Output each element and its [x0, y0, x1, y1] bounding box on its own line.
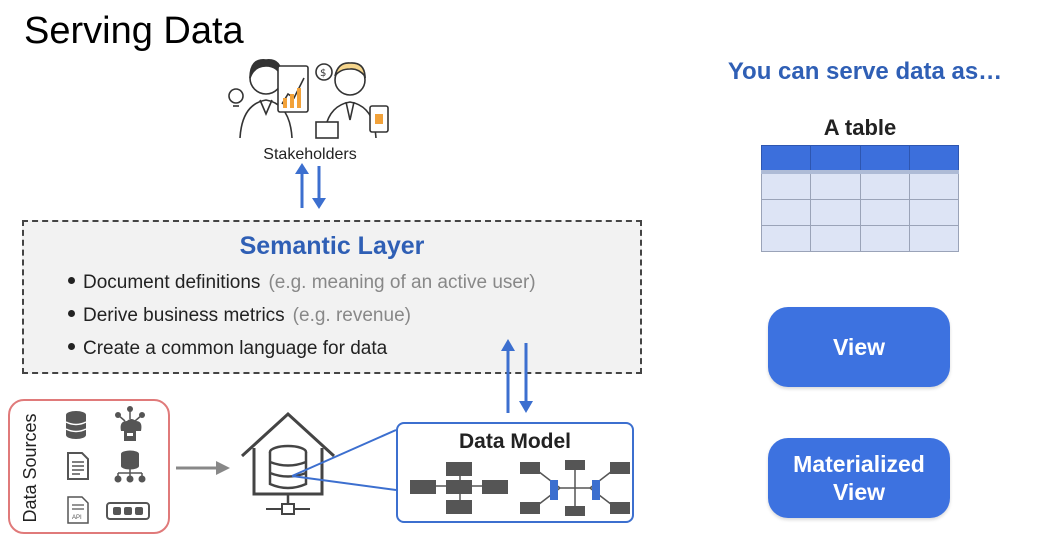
warehouse-model-callout [291, 429, 397, 491]
api-text: API [72, 515, 82, 521]
svg-text:$: $ [320, 68, 326, 79]
semantic-model-arrows [501, 339, 533, 413]
stakeholder-semantic-arrows [295, 163, 326, 209]
stakeholders-illustration: $ [228, 59, 389, 139]
table-option-label: A table [823, 115, 897, 140]
hierarchy-database-icon [114, 450, 146, 483]
star-schema-icon [410, 462, 508, 514]
serve-title: You can serve data as… [727, 58, 1003, 85]
bullet-dot [68, 343, 75, 351]
stakeholders-label: Stakeholders [263, 146, 357, 163]
semantic-bullet: Derive business metrics (e.g. revenue) [68, 305, 411, 327]
bullet-text: Create a common language for data [83, 338, 388, 359]
data-warehouse-icon [240, 411, 336, 515]
bullet-text: Derive business metrics [83, 305, 285, 326]
data-model-title: Data Model [458, 430, 571, 453]
bullet-example: (e.g. revenue) [292, 305, 411, 326]
view-option-box: View [768, 307, 950, 387]
server-bar-icon [106, 502, 150, 520]
data-sources-panel: Data Sources API [8, 399, 170, 534]
businessman-icon: $ [315, 62, 389, 139]
semantic-bullet: Document definitions (e.g. meaning of an … [68, 272, 536, 294]
bullet-dot [68, 277, 75, 285]
table-illustration [760, 145, 960, 252]
semantic-layer-panel: Semantic Layer Document definitions (e.g.… [22, 220, 642, 374]
bullet-dot [68, 310, 75, 318]
data-sources-label: Data Sources [20, 413, 40, 523]
document-icon [67, 452, 89, 480]
semantic-layer-title: Semantic Layer [239, 232, 425, 260]
api-document-icon: API [67, 496, 89, 524]
sources-to-warehouse-arrow [176, 461, 230, 475]
data-model-panel: Data Model [396, 422, 634, 523]
materialized-view-option-box: Materialized View [768, 438, 950, 518]
database-icon [65, 411, 87, 439]
businesswoman-icon [228, 59, 309, 139]
page-title: Serving Data [24, 10, 244, 52]
bullet-example: (e.g. meaning of an active user) [268, 272, 536, 293]
bullet-text: Document definitions [83, 272, 261, 293]
cloud-network-icon [115, 406, 145, 441]
snowflake-schema-icon [520, 460, 630, 516]
semantic-bullet: Create a common language for data [68, 338, 395, 360]
